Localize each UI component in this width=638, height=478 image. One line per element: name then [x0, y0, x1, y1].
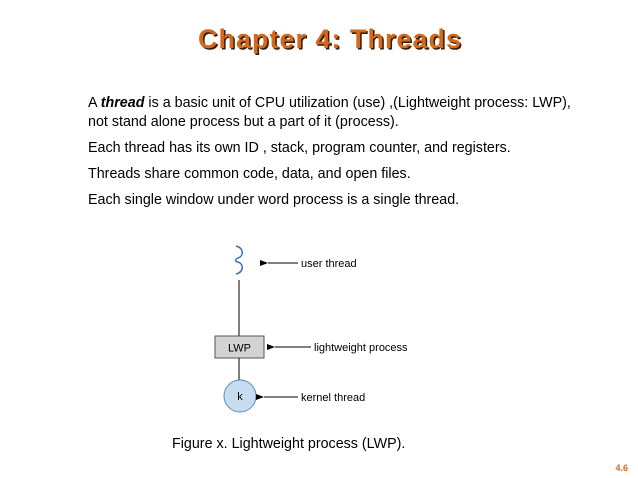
thread-emphasis: thread	[100, 95, 145, 111]
paragraph-thread-share: Threads share common code, data, and ope…	[88, 166, 411, 182]
figure-caption: Figure x. Lightweight process (LWP).	[172, 436, 406, 452]
paragraph-thread-own: Each thread has its own ID , stack, prog…	[88, 140, 511, 156]
lightweight-process-label: lightweight process	[314, 342, 408, 354]
slide-title: Chapter 4: Threads	[197, 24, 463, 54]
kernel-circle-label: k	[237, 391, 243, 403]
user-thread-squiggle-icon	[234, 245, 243, 275]
kernel-thread-label: kernel thread	[301, 392, 365, 404]
slide-body: A thread is a basic unit of CPU utilizat…	[88, 94, 588, 217]
paragraph-prefix: A	[88, 95, 101, 111]
paragraph-thread-window: Each single window under word process is…	[88, 192, 460, 208]
paragraph-rest: is a basic unit of CPU utilization (use)…	[88, 95, 571, 130]
page-number: 4.6	[615, 463, 628, 473]
lwp-box-label: LWP	[228, 343, 251, 355]
user-thread-label: user thread	[301, 258, 357, 270]
paragraph-thread-definition: A thread is a basic unit of CPU utilizat…	[88, 94, 588, 132]
